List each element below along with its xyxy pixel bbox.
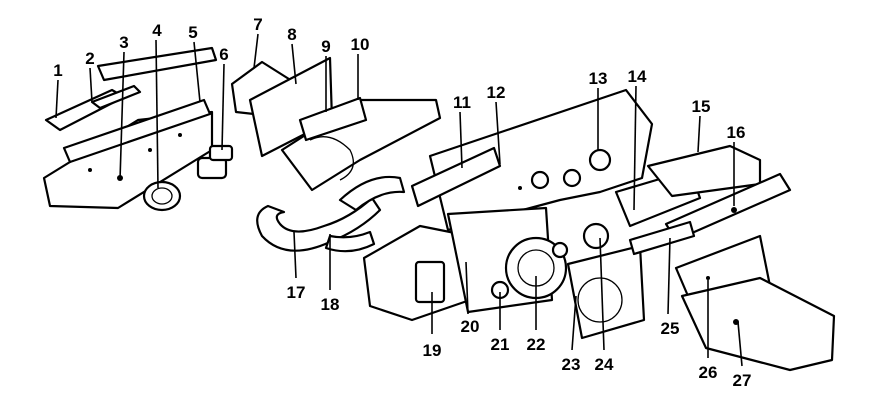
callout-4: 4 xyxy=(152,21,162,40)
callout-16: 16 xyxy=(727,123,746,142)
callout-18: 18 xyxy=(321,295,340,314)
callout-2: 2 xyxy=(85,49,94,68)
callout-1: 1 xyxy=(53,61,62,80)
callout-12: 12 xyxy=(487,83,506,102)
callout-8: 8 xyxy=(287,25,296,44)
callout-13: 13 xyxy=(589,69,608,88)
callout-3: 3 xyxy=(119,33,128,52)
callout-20: 20 xyxy=(461,317,480,336)
callout-15: 15 xyxy=(692,97,711,116)
callout-24: 24 xyxy=(595,355,614,374)
right-trim-group xyxy=(614,144,836,372)
callout-22: 22 xyxy=(527,335,546,354)
callout-19: 19 xyxy=(423,341,442,360)
heater-unit-group xyxy=(42,46,234,212)
callout-labels: 1 2 3 4 5 6 7 8 9 10 11 12 13 14 15 16 1… xyxy=(53,15,751,390)
callout-14: 14 xyxy=(628,67,647,86)
callout-10: 10 xyxy=(351,35,370,54)
callout-23: 23 xyxy=(562,355,581,374)
callout-21: 21 xyxy=(491,335,510,354)
callout-17: 17 xyxy=(287,283,306,302)
callout-11: 11 xyxy=(453,93,471,112)
instrument-cluster-group xyxy=(362,206,646,340)
leader-lines xyxy=(55,33,743,367)
callout-26: 26 xyxy=(699,363,718,382)
callout-25: 25 xyxy=(661,319,680,338)
callout-27: 27 xyxy=(733,371,752,390)
hose-group xyxy=(256,175,406,253)
callout-7: 7 xyxy=(253,15,262,34)
duct-group xyxy=(230,56,442,192)
callout-5: 5 xyxy=(188,23,197,42)
callout-9: 9 xyxy=(321,37,330,56)
callout-6: 6 xyxy=(219,45,228,64)
